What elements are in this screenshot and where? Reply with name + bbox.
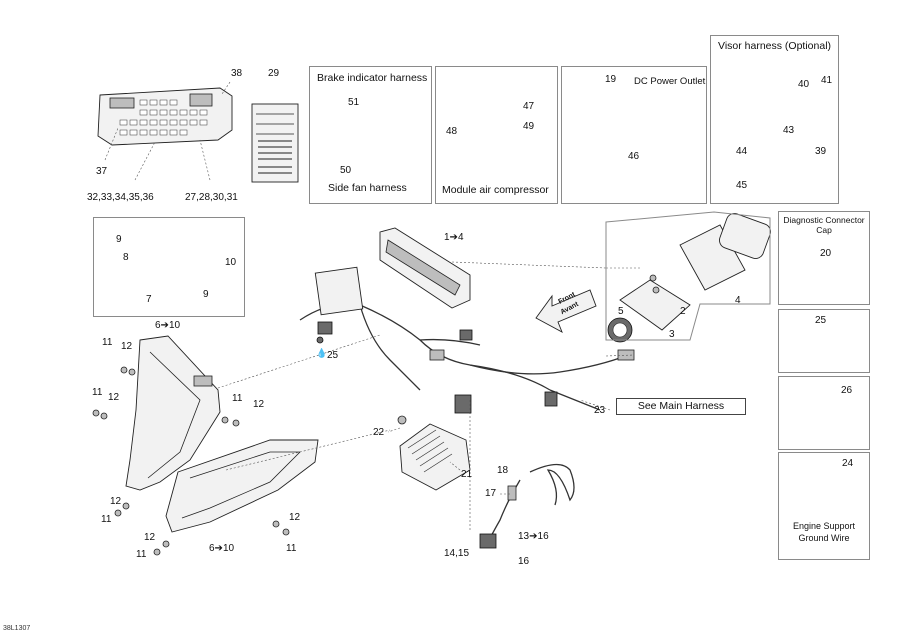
ground-wire-caption-1: Engine Support bbox=[792, 521, 856, 531]
label-18: 18 bbox=[497, 465, 509, 476]
grease-box: 25 bbox=[778, 309, 870, 373]
label-21: 21 bbox=[461, 469, 473, 480]
label-2: 2 bbox=[680, 306, 686, 317]
label-4: 4 bbox=[735, 295, 741, 306]
see-main-harness-note: See Main Harness bbox=[616, 398, 746, 415]
label-25-box: 25 bbox=[815, 315, 827, 326]
label-11e: 11 bbox=[136, 549, 147, 560]
diag-cap-box: Diagnostic Connector Cap 20 bbox=[778, 211, 870, 305]
label-fuse-group-b: 27,28,30,31 bbox=[185, 192, 238, 203]
label-46: 46 bbox=[628, 151, 640, 162]
label-6-10-bottom: 6➔10 bbox=[209, 543, 235, 554]
label-40: 40 bbox=[798, 79, 810, 90]
label-16: 16 bbox=[518, 556, 530, 567]
label-44: 44 bbox=[736, 146, 748, 157]
sheet-code: 38L1307 bbox=[3, 625, 31, 632]
module-air-caption: Module air compressor bbox=[442, 184, 549, 196]
visor-title: Visor harness (Optional) bbox=[718, 40, 832, 52]
label-25-loose: 25 bbox=[327, 350, 339, 361]
label-17: 17 bbox=[485, 488, 497, 499]
cluster-drawing bbox=[379, 227, 607, 309]
label-19: 19 bbox=[605, 74, 617, 85]
headlamp-bulb-box: 9 10 8 7 9 bbox=[93, 217, 245, 317]
brake-indicator-box: Brake indicator harness 51 50 Side fan h… bbox=[309, 66, 432, 204]
label-fuse-group-a: 32,33,34,35,36 bbox=[87, 192, 154, 203]
label-11d: 11 bbox=[101, 514, 112, 525]
gauge-box: 5 2 3 4 bbox=[606, 212, 770, 340]
label-10: 10 bbox=[225, 257, 237, 268]
label-12d: 12 bbox=[110, 496, 122, 507]
main-harness-drawing bbox=[299, 266, 635, 414]
label-45: 45 bbox=[736, 180, 748, 191]
label-7: 7 bbox=[146, 294, 152, 305]
fuse-box-drawing bbox=[97, 81, 233, 181]
module-air-box: 47 48 49 Module air compressor bbox=[435, 66, 558, 204]
rectifier-drawing bbox=[387, 415, 471, 491]
label-51: 51 bbox=[348, 97, 360, 108]
label-9-bottom: 9 bbox=[203, 289, 209, 300]
dc-power-box: 19 DC Power Outlet 46 bbox=[561, 66, 707, 204]
label-13-16: 13➔16 bbox=[518, 531, 549, 542]
label-11b: 11 bbox=[92, 387, 103, 398]
dc-power-title: DC Power Outlet bbox=[634, 76, 706, 87]
headlight-housing-drawing bbox=[125, 334, 381, 491]
label-12a: 12 bbox=[121, 341, 133, 352]
accessory-harness-drawing bbox=[469, 400, 575, 549]
drop-icon: 💧 bbox=[316, 348, 328, 358]
diag-cap-title-1: Diagnostic Connector bbox=[783, 215, 865, 225]
label-38: 38 bbox=[231, 68, 243, 79]
label-11c: 11 bbox=[232, 393, 243, 404]
label-37: 37 bbox=[96, 166, 108, 177]
front-arrow-drawing bbox=[535, 289, 597, 333]
label-24: 24 bbox=[842, 458, 854, 469]
fasteners-drawing bbox=[92, 336, 324, 556]
label-6-10-top: 6➔10 bbox=[155, 320, 181, 331]
label-12f: 12 bbox=[289, 512, 301, 523]
label-12e: 12 bbox=[144, 532, 156, 543]
label-8: 8 bbox=[123, 252, 129, 263]
label-26: 26 bbox=[841, 385, 853, 396]
label-9-top: 9 bbox=[116, 234, 122, 245]
label-48: 48 bbox=[446, 126, 458, 137]
label-41b: 41 bbox=[821, 75, 833, 86]
side-fan-caption: Side fan harness bbox=[328, 182, 407, 194]
label-3: 3 bbox=[669, 329, 675, 340]
label-50: 50 bbox=[340, 165, 352, 176]
label-12b: 12 bbox=[108, 392, 120, 403]
fuse-label-card-drawing bbox=[251, 103, 299, 183]
label-47: 47 bbox=[523, 101, 535, 112]
label-22: 22 bbox=[373, 427, 385, 438]
label-23: 23 bbox=[594, 405, 606, 416]
label-11f: 11 bbox=[286, 543, 297, 554]
label-20: 20 bbox=[820, 248, 832, 259]
label-49: 49 bbox=[523, 121, 535, 132]
visor-box: Visor harness (Optional) 40 41 41 43 44 … bbox=[710, 35, 839, 204]
label-12c: 12 bbox=[253, 399, 265, 410]
label-14-15: 14,15 bbox=[444, 548, 470, 559]
label-29: 29 bbox=[268, 68, 280, 79]
diag-cap-title-2: Cap bbox=[816, 225, 832, 235]
brake-indicator-title: Brake indicator harness bbox=[317, 72, 428, 84]
label-5: 5 bbox=[618, 306, 624, 317]
label-43: 43 bbox=[783, 125, 795, 136]
ground-wire-caption-2: Ground Wire bbox=[798, 533, 850, 543]
label-11a: 11 bbox=[102, 337, 113, 348]
headlight-lens-drawing bbox=[165, 429, 391, 533]
label-1-4: 1➔4 bbox=[444, 232, 464, 243]
clamp-box: 26 bbox=[778, 376, 870, 450]
label-39: 39 bbox=[815, 146, 827, 157]
ground-wire-box: 24 Engine Support Ground Wire bbox=[778, 452, 870, 560]
